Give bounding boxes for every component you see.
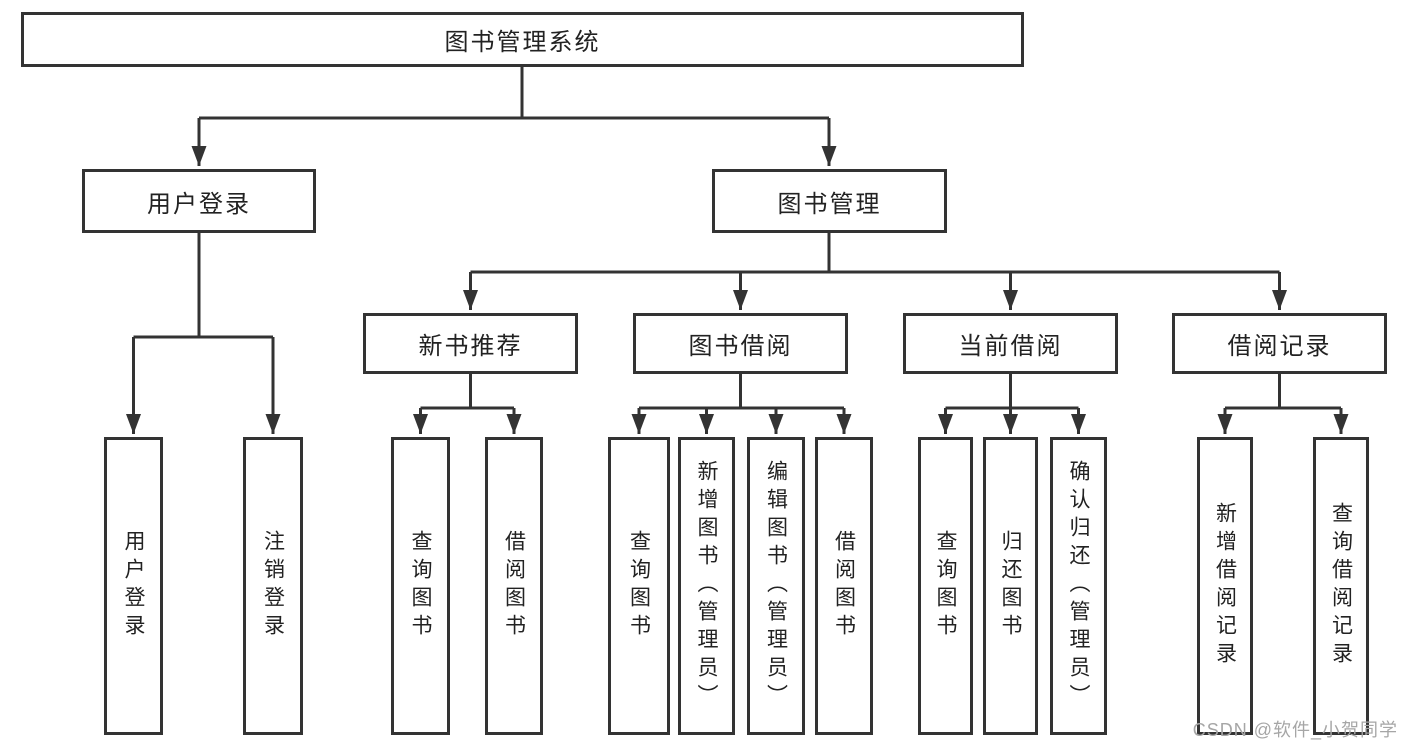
leaf-query-books-recommend: 查询图书 [391,437,450,735]
node-label: 用户登录 [147,190,251,218]
leaf-label: 查询图书 [627,530,651,642]
leaf-borrow-books-borrow: 借阅图书 [815,437,873,735]
leaf-label: 查询图书 [934,530,957,642]
node-current-borrow: 当前借阅 [903,313,1118,374]
node-label: 新书推荐 [418,333,523,360]
leaf-label: 归还图书 [999,530,1022,642]
leaf-label: 用户登录 [122,530,145,642]
node-book-management: 图书管理 [712,169,947,233]
leaf-borrow-books-recommend: 借阅图书 [485,437,543,735]
node-label: 图书借阅 [688,333,793,360]
node-label: 图书管理系统 [444,29,601,56]
leaf-query-borrow-record: 查询借阅记录 [1313,437,1369,735]
leaf-query-books-current: 查询图书 [918,437,973,735]
leaf-label: 借阅图书 [832,530,856,642]
leaf-label: 新增借阅记录 [1213,502,1237,670]
leaf-label: 借阅图书 [502,530,526,642]
leaf-edit-books-admin: 编辑图书（管理员） [747,437,805,735]
node-new-book-recommend: 新书推荐 [363,313,578,374]
node-label: 图书管理 [777,190,882,218]
node-label: 借阅记录 [1227,333,1332,360]
leaf-query-books-borrow: 查询图书 [608,437,670,735]
leaf-label: 确认归还（管理员） [1067,460,1090,712]
leaf-label: 注销登录 [261,530,285,642]
leaf-return-books: 归还图书 [983,437,1038,735]
node-user-login: 用户登录 [82,169,316,233]
leaf-user-login: 用户登录 [104,437,163,735]
node-borrow-records: 借阅记录 [1172,313,1387,374]
leaf-label: 查询图书 [409,530,432,642]
leaf-label: 编辑图书（管理员） [764,460,788,712]
leaf-confirm-return-admin: 确认归还（管理员） [1050,437,1107,735]
node-root: 图书管理系统 [21,12,1024,67]
watermark-text: CSDN @软件_小贺同学 [1192,720,1398,740]
leaf-label: 查询借阅记录 [1329,502,1353,670]
node-label: 当前借阅 [958,333,1063,360]
leaf-add-borrow-record: 新增借阅记录 [1197,437,1253,735]
leaf-logout: 注销登录 [243,437,303,735]
node-book-borrow: 图书借阅 [633,313,848,374]
leaf-label: 新增图书（管理员） [695,460,718,712]
leaf-add-books-admin: 新增图书（管理员） [678,437,735,735]
